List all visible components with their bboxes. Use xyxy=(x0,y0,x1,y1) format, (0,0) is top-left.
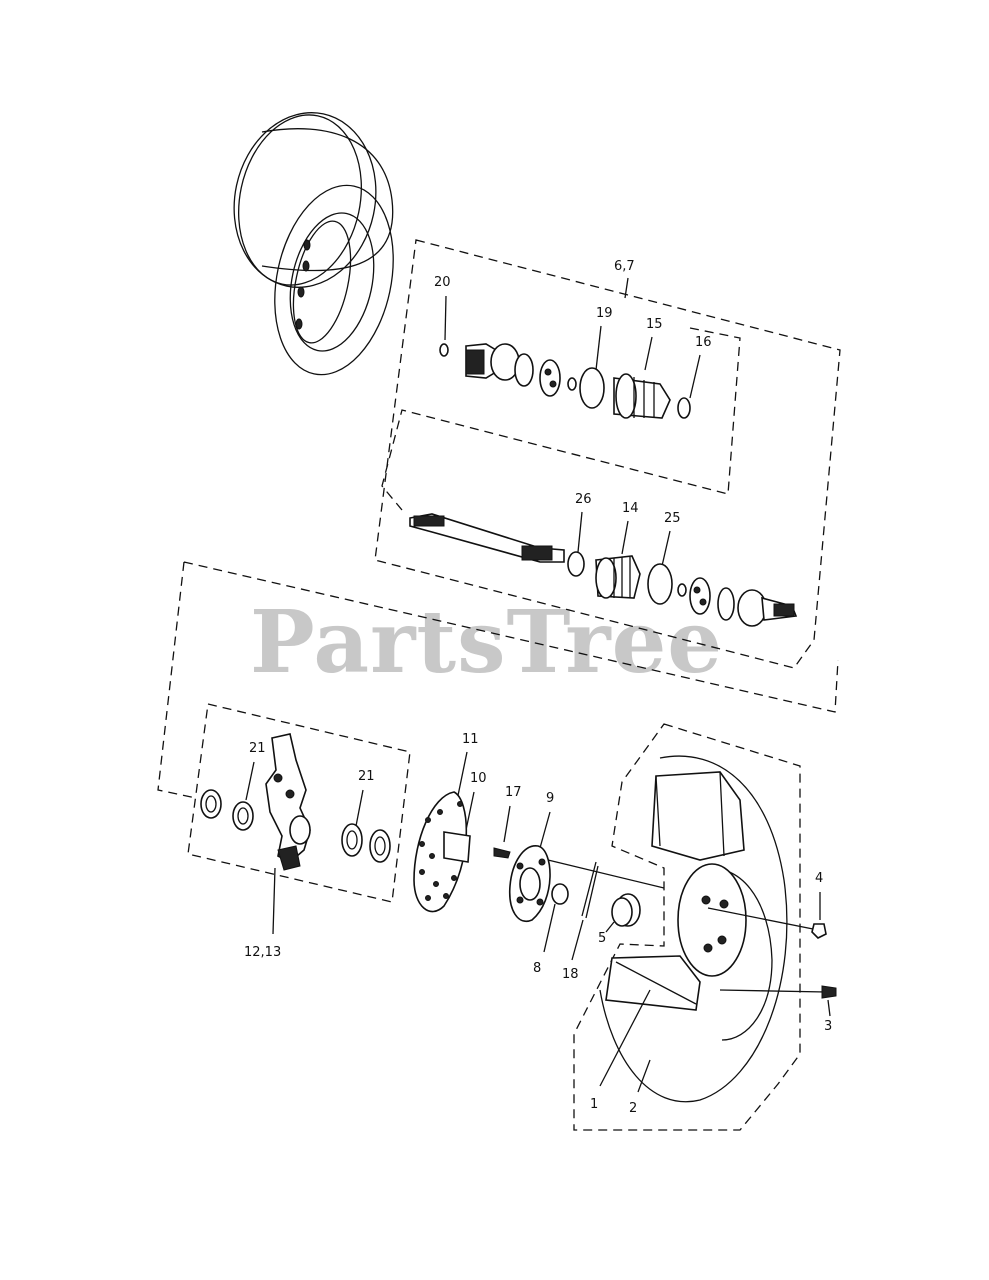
callout-14: 14 xyxy=(622,501,639,516)
callout-4: 4 xyxy=(815,871,823,886)
hub-parts: 17 9 8 18 5 xyxy=(493,785,665,982)
callout-9: 9 xyxy=(546,791,554,806)
front-wheel-boundary xyxy=(573,723,801,1131)
callout-8: 8 xyxy=(533,961,541,976)
brake-disc: 11 10 xyxy=(413,732,487,913)
callout-6-7: 6,7 xyxy=(614,259,635,274)
callout-17: 17 xyxy=(505,785,522,800)
callout-16: 16 xyxy=(695,335,712,350)
cv-joint-lower-parts: 26 14 25 xyxy=(409,492,798,627)
callout-11: 11 xyxy=(462,732,479,747)
rear-tire xyxy=(233,112,394,376)
callout-1: 1 xyxy=(590,1097,598,1112)
callout-3: 3 xyxy=(824,1019,832,1034)
steering-knuckle-parts: 21 21 12,13 xyxy=(200,733,391,960)
callout-21-left: 21 xyxy=(249,741,266,756)
callout-5: 5 xyxy=(598,931,606,946)
parts-tree-watermark: PartsTree xyxy=(250,592,723,693)
knuckle-assembly-boundary xyxy=(187,703,411,903)
callout-12-13: 12,13 xyxy=(244,945,281,960)
callout-2: 2 xyxy=(629,1101,637,1116)
callout-18: 18 xyxy=(562,967,579,982)
callout-19: 19 xyxy=(596,306,613,321)
drive-shaft-assembly-boundary xyxy=(374,239,841,669)
callout-10: 10 xyxy=(470,771,487,786)
callout-15: 15 xyxy=(646,317,663,332)
cv-joint-upper-parts: 20 19 15 16 xyxy=(434,275,712,419)
shaft-to-knuckle-boundary xyxy=(157,561,839,799)
callout-20: 20 xyxy=(434,275,451,290)
callout-21-right: 21 xyxy=(358,769,375,784)
callout-26: 26 xyxy=(575,492,592,507)
wheel-hardware: 4 3 1 2 xyxy=(590,871,837,1116)
callout-25: 25 xyxy=(664,511,681,526)
front-wheel xyxy=(599,755,827,1103)
